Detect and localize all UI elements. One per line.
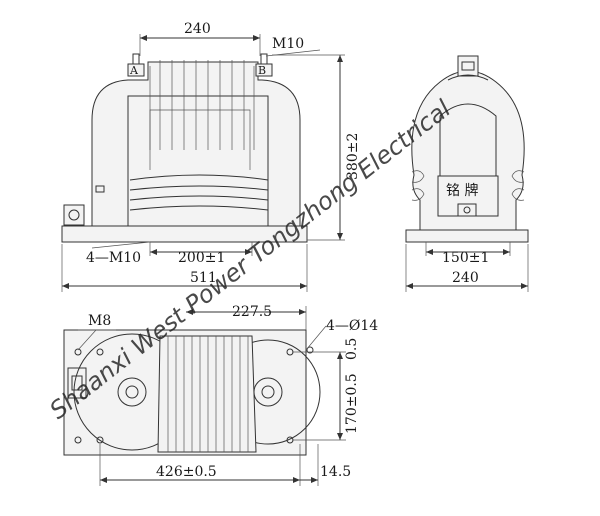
dim-height-380: 380±2	[345, 133, 361, 180]
dim-side-240: 240	[452, 270, 479, 286]
nameplate	[437, 175, 499, 217]
ground-bolt	[63, 204, 85, 226]
front-top-fins	[149, 60, 255, 150]
dim-width-511: 511	[190, 270, 217, 286]
dim-offset-14: 14.5	[320, 464, 351, 480]
dim-inner-150: 150±1	[442, 250, 489, 266]
terminal-a	[127, 53, 145, 77]
dim-top-240: 240	[184, 21, 211, 37]
m10-label: M10	[272, 36, 304, 52]
dim-right-top: 0.5	[344, 338, 360, 360]
m8-label: M8	[88, 313, 111, 329]
bottom-fin-block	[157, 335, 257, 453]
dim-top-227: 227.5	[232, 304, 272, 320]
front-view: A B 240 M10 380±2 4—M10 200±1 511	[61, 21, 361, 292]
terminal-b	[255, 53, 273, 77]
bottom-fins	[167, 336, 249, 452]
dim-center-200: 200±1	[178, 250, 225, 266]
holes-label: 4—Ø14	[326, 318, 378, 334]
front-core-block	[127, 95, 269, 226]
terminal-b-label: B	[258, 64, 266, 77]
nameplate-label: 铭 牌	[446, 182, 478, 199]
bottom-view: M8 227.5 4—Ø14 0.5 170±0.5 426±0.5 14.5	[63, 304, 378, 486]
side-base-plate	[405, 229, 529, 243]
terminal-a-label: A	[129, 64, 139, 77]
base-holes-label: 4—M10	[86, 250, 141, 266]
dim-right-mid-170: 170±0.5	[344, 373, 360, 434]
front-sheds	[129, 174, 269, 211]
dim-bottom-426: 426±0.5	[156, 464, 217, 480]
side-view: 铭 牌 150±1 240	[405, 55, 529, 292]
